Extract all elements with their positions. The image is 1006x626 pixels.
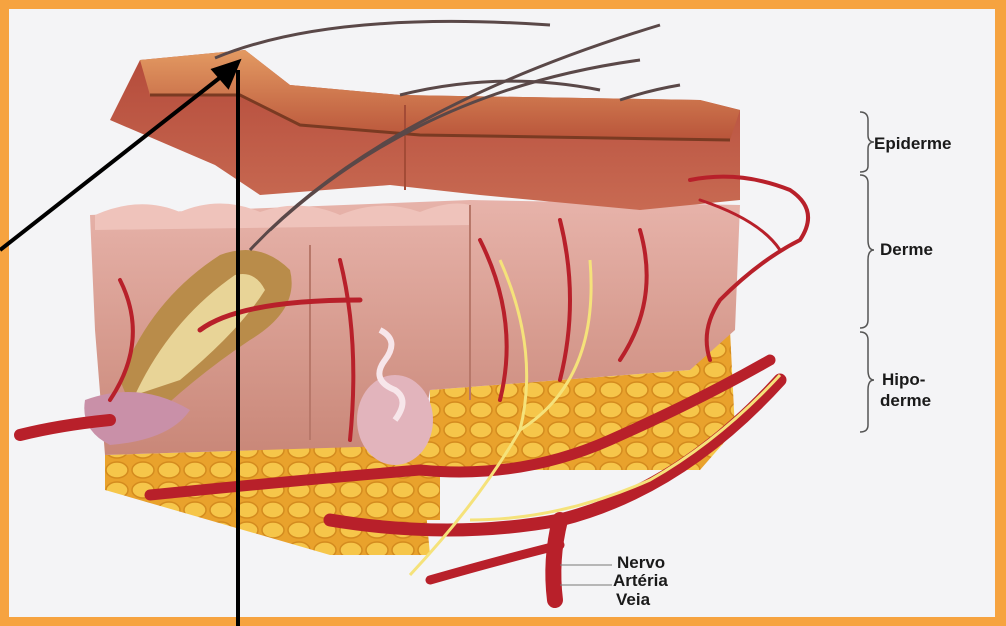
label-epiderme: Epiderme bbox=[874, 134, 951, 154]
epidermis-layer bbox=[110, 50, 740, 210]
label-arteria: Artéria bbox=[613, 571, 668, 590]
bottom-leader-lines bbox=[560, 565, 612, 585]
layer-brackets bbox=[860, 112, 874, 432]
label-nervo: Nervo bbox=[617, 553, 665, 572]
label-hipoderme-line2: derme bbox=[880, 391, 931, 411]
label-veia: Veia bbox=[616, 590, 650, 609]
label-derme: Derme bbox=[880, 240, 933, 260]
label-hipoderme-line1: Hipo- bbox=[882, 370, 925, 390]
